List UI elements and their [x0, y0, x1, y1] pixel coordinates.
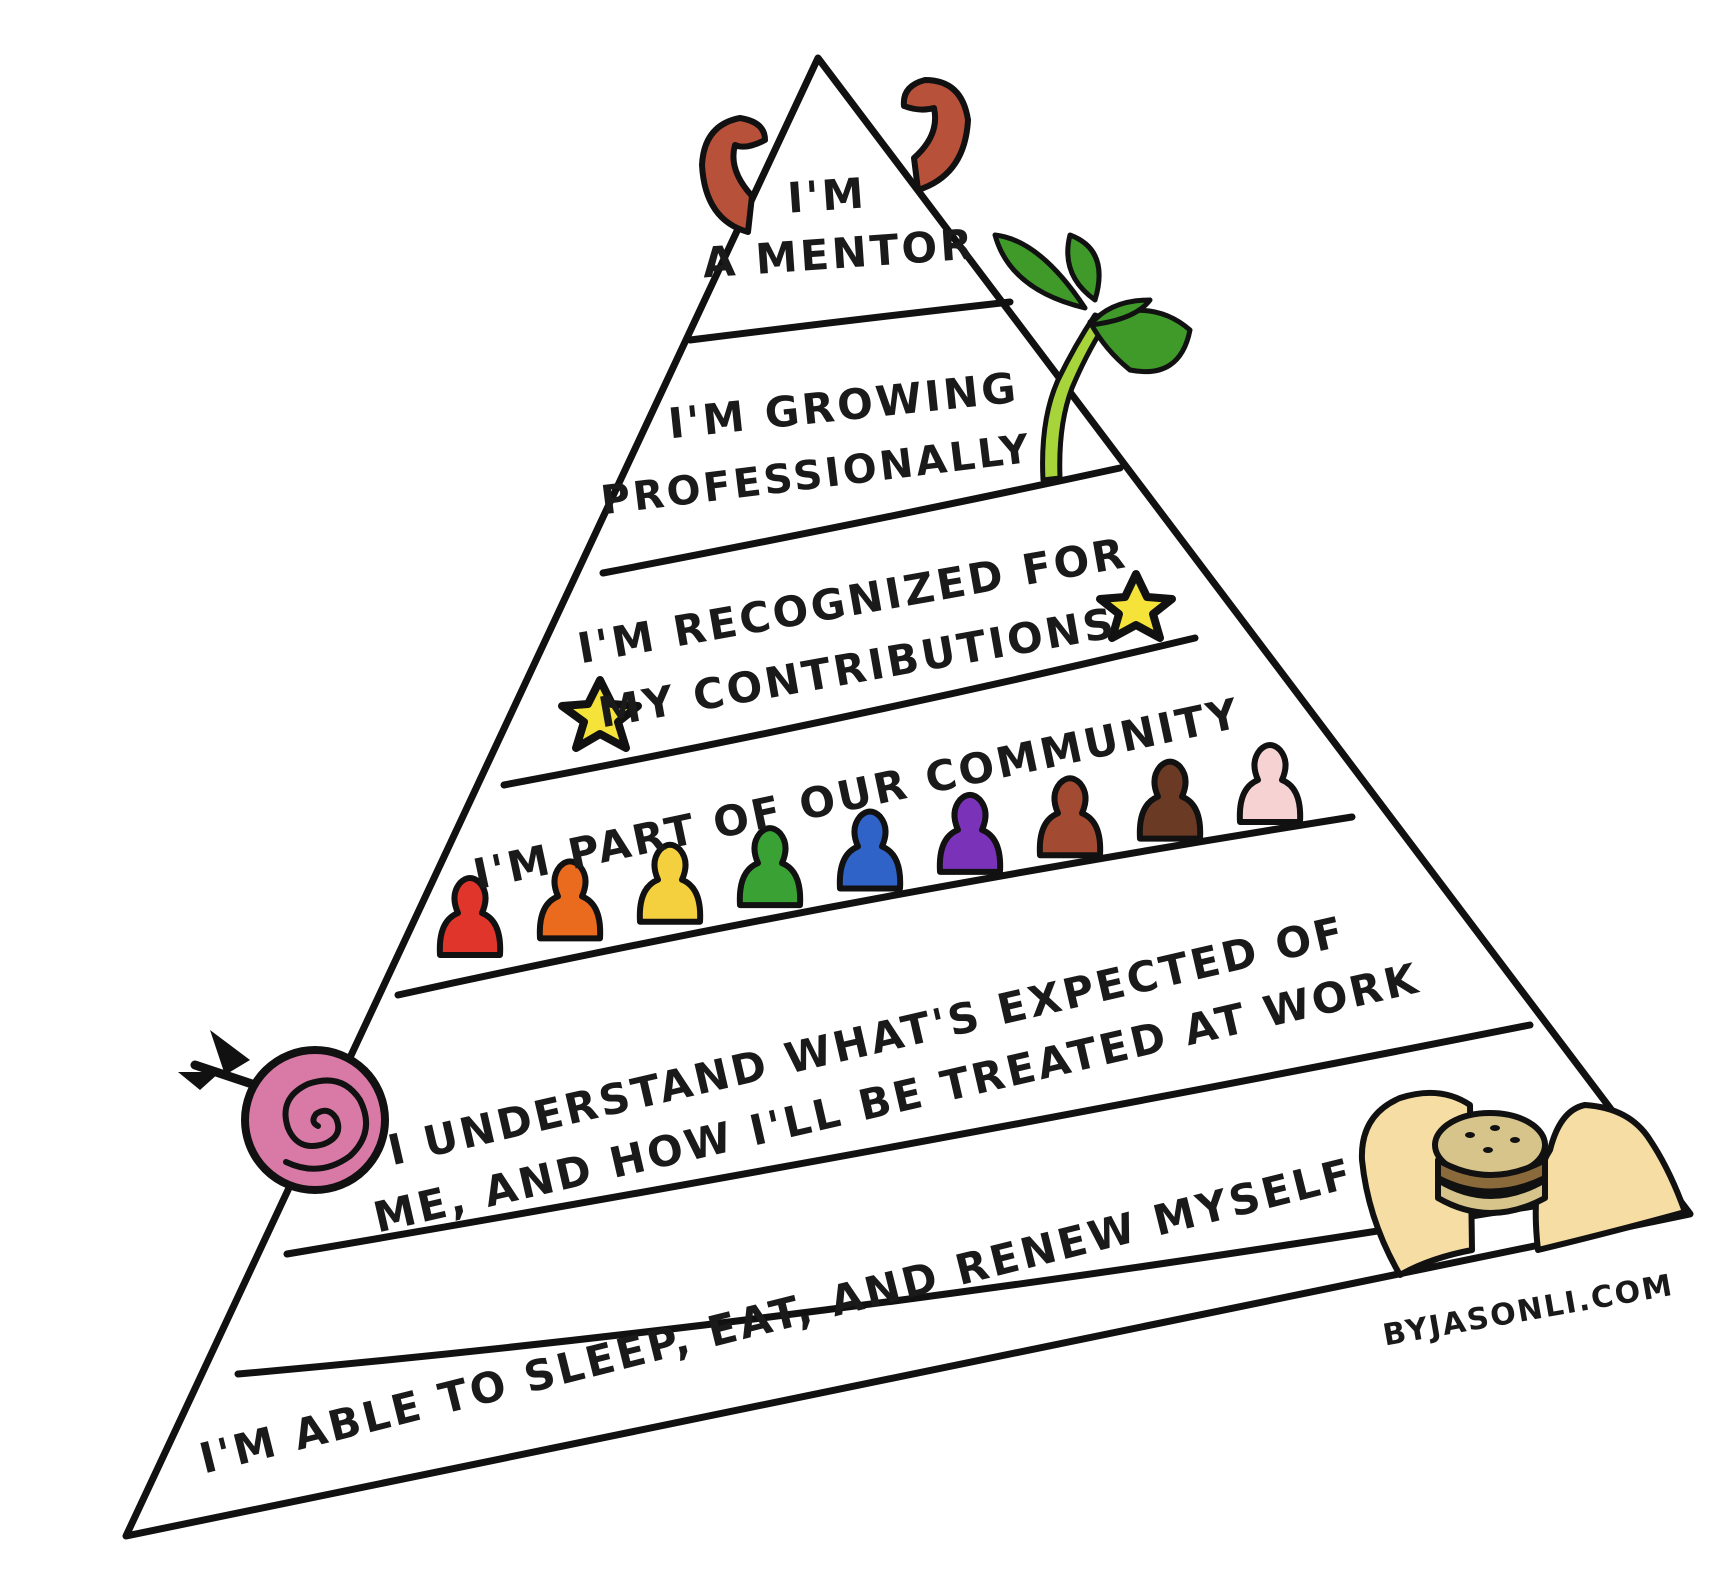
- sesame-seed: [1465, 1132, 1475, 1138]
- sprout-icon: [992, 232, 1193, 483]
- person-icon: [636, 841, 704, 925]
- burger-bun-bottom: [1435, 1177, 1548, 1216]
- target-spiral: [282, 1077, 369, 1172]
- arrow-fletching-bottom: [178, 1072, 220, 1090]
- arrow-fletching-top: [210, 1030, 250, 1075]
- person-icon: [836, 808, 904, 892]
- flexing-arms-icon: [699, 77, 971, 235]
- pyramid-outline: [122, 54, 1694, 1540]
- divider-4: [394, 813, 1356, 999]
- divider-2: [599, 464, 1124, 577]
- divider-5: [283, 1021, 1534, 1258]
- target-arrow-icon: [178, 1030, 389, 1194]
- person-icon: [536, 858, 604, 942]
- right-hand: [1532, 1102, 1688, 1253]
- person-icon: [736, 825, 804, 909]
- person-icon: [936, 791, 1004, 875]
- mentor-line-1: I'M: [786, 168, 869, 222]
- person-icon: [1036, 775, 1104, 859]
- divider-3: [500, 634, 1199, 789]
- sesame-seed: [1510, 1137, 1520, 1143]
- sprout-leaf-right-2: [1087, 297, 1153, 328]
- person-icon: [1136, 758, 1204, 842]
- community-people: [436, 742, 1304, 958]
- person-icon: [1236, 742, 1304, 825]
- divider-1: [686, 298, 1014, 344]
- sesame-seeds: [1465, 1125, 1520, 1153]
- star-icon-right: [1096, 570, 1176, 642]
- sesame-seed: [1483, 1147, 1493, 1153]
- person-icon: [436, 875, 504, 958]
- star-icon-left: [558, 676, 642, 752]
- sprout-leaf-left: [992, 232, 1088, 311]
- hands-burger-icon: [1358, 1089, 1688, 1278]
- credit-text: BYJASONLI.COM: [1380, 1268, 1676, 1354]
- right-arm: [900, 77, 971, 193]
- sprout-leaf-left-2: [1065, 232, 1102, 303]
- left-arm: [699, 115, 768, 235]
- stars: [558, 570, 1176, 752]
- sesame-seed: [1490, 1125, 1500, 1131]
